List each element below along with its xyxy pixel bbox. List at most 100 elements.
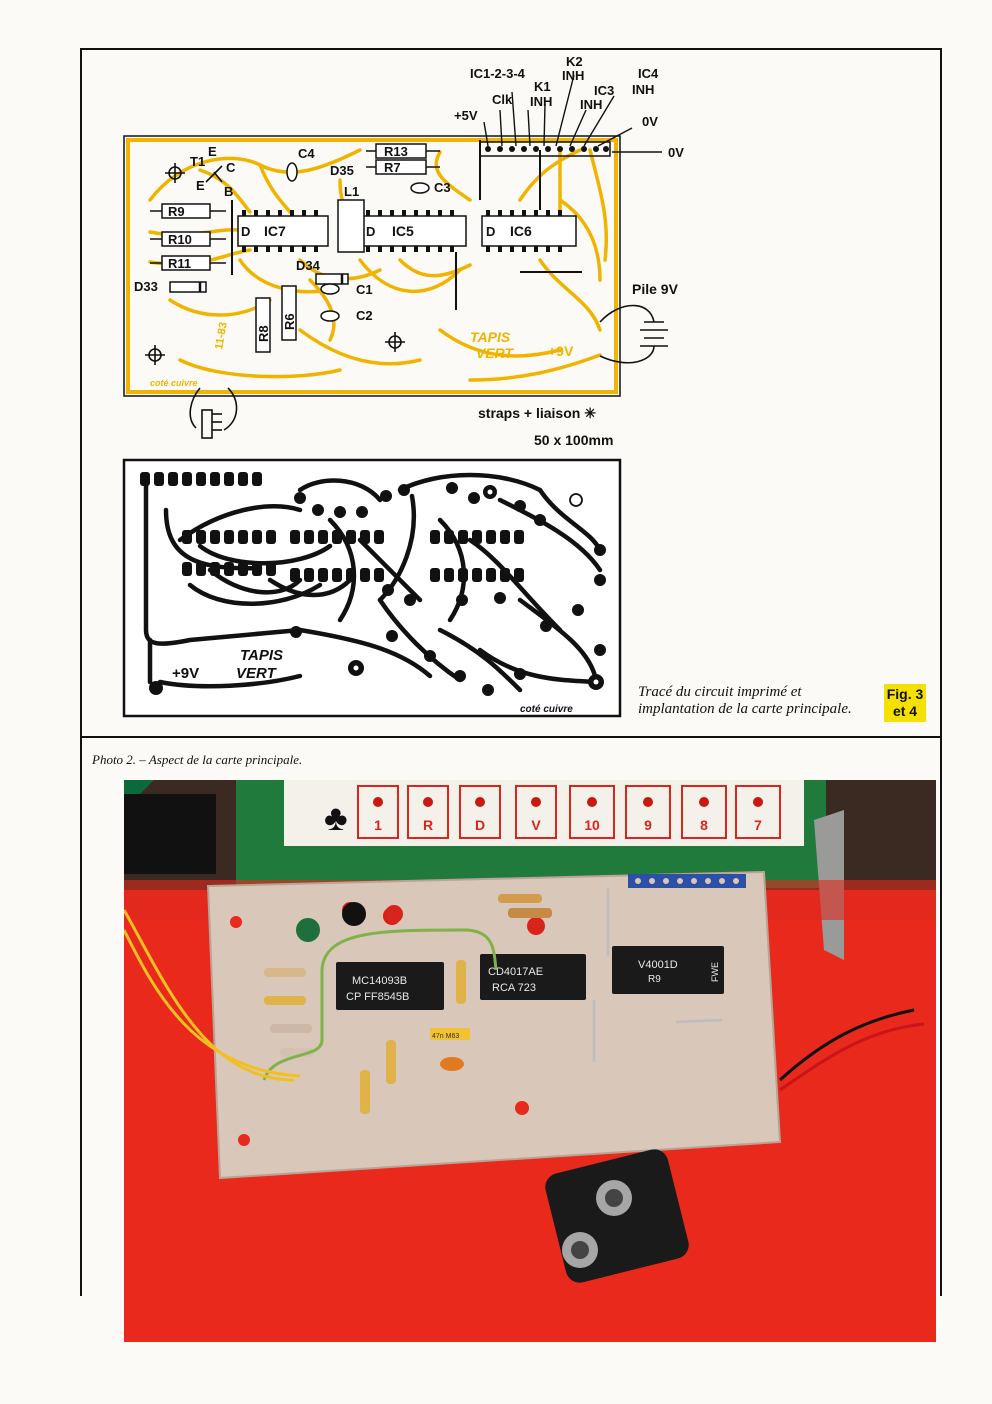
photo-pin-header [628,874,746,888]
photo-club-suit: ♣ [324,797,348,838]
photo-chip-2: CD4017AE RCA 723 [480,954,586,1000]
photo-card-3: D [475,817,485,833]
photo-chip3-line1: V4001D [638,959,678,971]
capacitor-c1 [320,283,340,295]
label-c3: C3 [434,180,451,195]
label-d34: D34 [296,258,321,273]
component-layout-diagram: IC1-2-3-4 Clk +5V K1 INH K2 INH IC3 INH … [123,54,684,448]
label-0v-a: 0V [642,114,658,129]
label-ic5: IC5 [392,223,414,239]
capacitor-c3 [410,182,430,194]
label-e2: E [196,178,205,193]
label-r10: R10 [168,232,192,247]
label-ic5-d: D [366,224,375,239]
inductor-block [337,199,365,253]
figure-caption: Tracé du circuit imprimé et implantation… [638,684,878,718]
label-k2: K2 [566,54,583,69]
ic6-body [481,210,577,252]
photo-chip3-side: FWE [710,962,720,982]
transistor-t1 [205,165,223,183]
label-e1: E [208,144,217,159]
copper-tapis: TAPIS [240,647,283,664]
label-b-pin: B [224,184,233,199]
photo-jumpers [592,888,723,1062]
copper-cote-cuivre: coté cuivre [520,704,573,715]
label-ic7: IC7 [264,223,286,239]
copper-side-diagram: +9V TAPIS VERT coté cuivre [122,458,622,718]
ic7-body [237,210,329,252]
photo-cap-label: 47n M63 [432,1033,459,1040]
photo-battery-clip [545,1149,689,1283]
photo-chip2-line1: CD4017AE [488,966,543,978]
photo-card-6: 9 [644,817,652,833]
label-c2: C2 [356,308,373,323]
label-r6: R6 [282,313,297,330]
resistors [161,143,427,353]
label-ic3-inh: INH [580,97,602,112]
photo-card-strip [284,780,804,846]
photo-chip-1: MC14093B CP FF8545B [336,962,444,1010]
photo-chip2-line2: RCA 723 [492,982,536,994]
board-tapis: TAPIS [470,329,511,345]
photo-card-4: V [531,817,541,833]
label-r7: R7 [384,160,401,175]
label-t1: T1 [190,154,205,169]
board-cote-cuivre: coté cuivre [150,378,198,388]
figure-caption-line1: Tracé du circuit imprimé et [638,684,802,700]
photo-wires [124,909,925,1092]
copper-vert: VERT [236,665,278,682]
capacitor-c4 [286,162,298,182]
photo-card-2: R [423,817,433,833]
label-size: 50 x 100mm [534,432,613,448]
leader-lines [483,74,662,153]
photo-chip1-line2: CP FF8545B [346,991,409,1003]
photo-cards: 1 R D V 10 9 8 7 [357,785,781,839]
board-vert: VERT [476,345,515,361]
figure-caption-line2: implantation de la carte principale. [638,701,852,717]
label-r8: R8 [256,325,271,342]
label-ic6: IC6 [510,223,532,239]
label-r9: R9 [168,204,185,219]
label-l1: L1 [344,184,359,199]
photo-frame [80,736,942,1296]
label-d33: D33 [134,279,158,294]
figure-frame [80,48,942,736]
label-k2-inh: INH [562,68,584,83]
fig-badge: Fig. 3 et 4 [884,684,926,722]
photo-chip1-line1: MC14093B [352,975,407,987]
fig-badge-line1: Fig. 3 [886,686,924,702]
label-pile: Pile 9V [632,281,679,297]
photo-caption: Photo 2. – Aspect de la carte principale… [92,752,303,767]
label-c1: C1 [356,282,373,297]
photo-card-7: 8 [700,817,708,833]
label-c4: C4 [298,146,315,161]
photo-chip3-line2: R9 [648,974,661,985]
photo-card-5: 10 [584,817,600,833]
ic5-body [361,210,467,252]
label-d35: D35 [330,163,354,178]
label-ic7-d: D [241,224,250,239]
mounting-holes [145,163,405,365]
connector-strip [479,141,611,157]
label-k1: K1 [534,79,551,94]
diode-d33 [169,281,207,293]
photo-black-box [124,794,216,874]
label-0v-b: 0V [668,145,684,160]
black-jumpers [231,140,582,310]
board-plus9v: +9V [548,343,574,359]
copper-pads [140,472,524,582]
photo-green-transistor [296,918,320,942]
board-edge [123,135,621,397]
battery-symbol [599,304,668,364]
label-plus5v: +5V [454,108,478,123]
capacitor-c2 [320,310,340,322]
board-date: 11-83 [213,321,230,350]
diode-d34 [315,273,349,285]
label-ic4: IC4 [638,66,659,81]
external-switch [189,387,238,439]
copper-traces [143,472,603,693]
label-clk: Clk [492,92,513,107]
round-pads [149,482,606,696]
fig-badge-line2: et 4 [892,703,918,719]
photo-red-led-1 [385,905,403,923]
